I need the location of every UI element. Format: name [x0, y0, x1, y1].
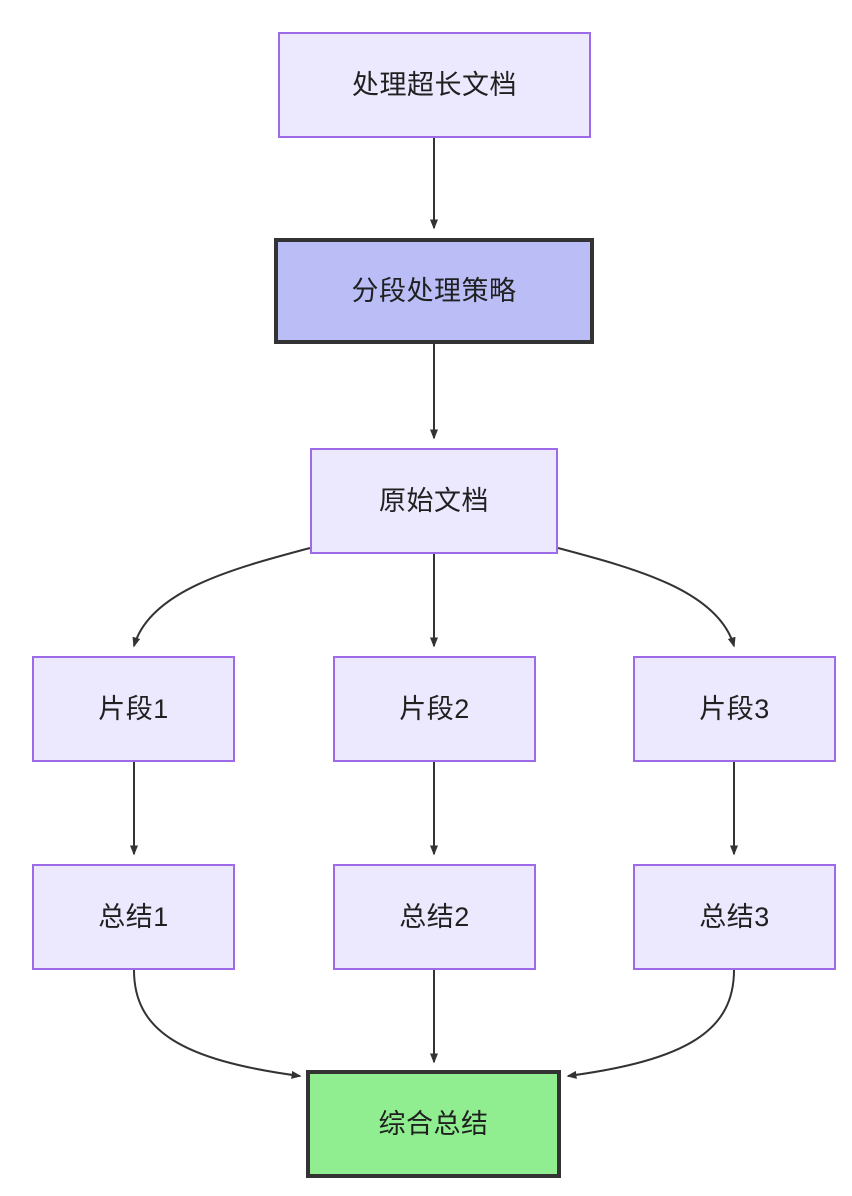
node-root-label: 处理超长文档: [352, 69, 517, 100]
node-chunk3[interactable]: 片段3: [633, 656, 836, 762]
node-summary3-label: 总结3: [699, 901, 770, 932]
node-chunk1-label: 片段1: [98, 693, 169, 724]
edge-summary1-to-final: [133, 969, 302, 1079]
node-root[interactable]: 处理超长文档: [278, 32, 591, 138]
node-source-doc[interactable]: 原始文档: [310, 448, 558, 554]
node-chunk3-label: 片段3: [699, 693, 770, 724]
node-summary2-label: 总结2: [399, 901, 470, 932]
node-source-doc-label: 原始文档: [379, 485, 489, 516]
edge-source-doc-to-chunk3: [557, 547, 736, 648]
node-final[interactable]: 综合总结: [306, 1070, 561, 1178]
node-strategy[interactable]: 分段处理策略: [274, 238, 594, 344]
node-final-label: 综合总结: [378, 1108, 489, 1139]
node-chunk2[interactable]: 片段2: [333, 656, 536, 762]
node-chunk1[interactable]: 片段1: [32, 656, 235, 762]
node-chunk2-label: 片段2: [399, 693, 470, 724]
edge-summary3-to-final: [566, 969, 735, 1079]
node-strategy-label: 分段处理策略: [351, 275, 517, 306]
node-summary1[interactable]: 总结1: [32, 864, 235, 970]
edge-source-doc-to-chunk1: [132, 547, 311, 648]
node-summary3[interactable]: 总结3: [633, 864, 836, 970]
node-summary1-label: 总结1: [98, 901, 169, 932]
node-summary2[interactable]: 总结2: [333, 864, 536, 970]
